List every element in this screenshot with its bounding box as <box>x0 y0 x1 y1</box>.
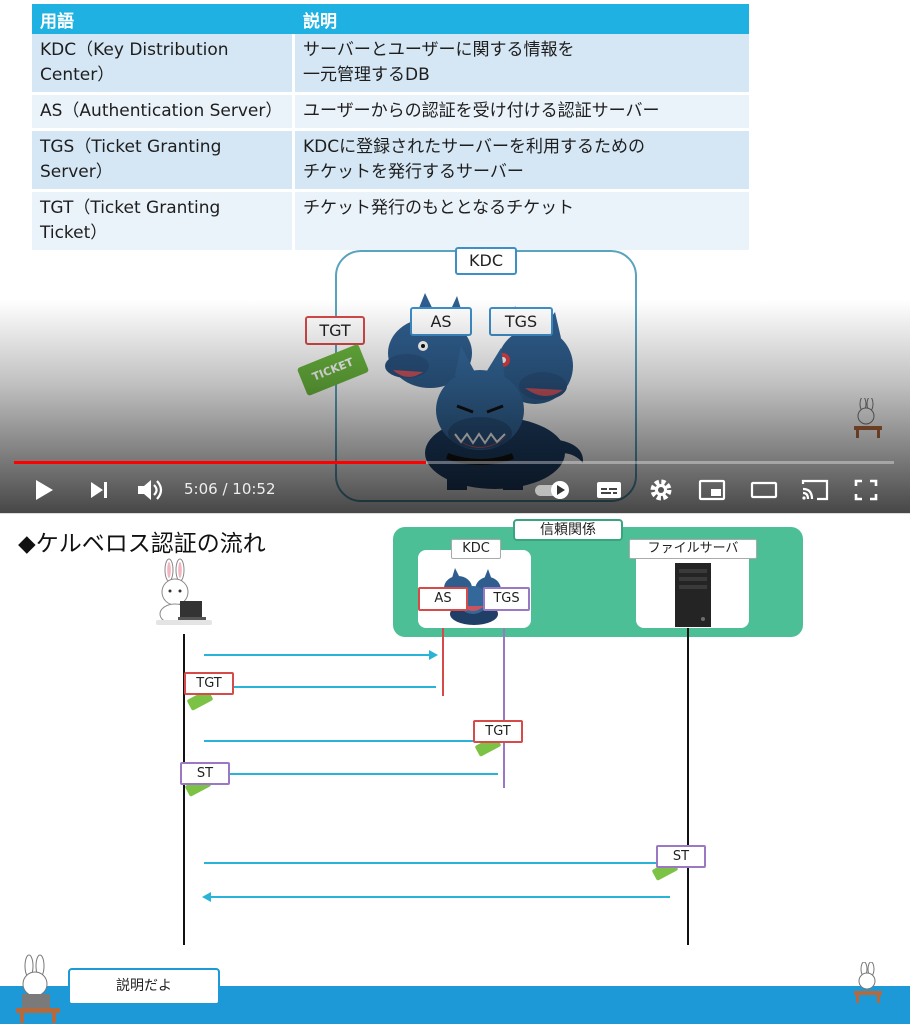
progress-played <box>14 461 426 464</box>
tgs-lifeline <box>503 628 505 788</box>
arrow-server-to-user <box>202 892 670 902</box>
tgt-tag: TGT <box>305 316 365 345</box>
description-cell: サーバーとユーザーに関する情報を 一元管理するDB <box>295 34 749 95</box>
server-icon <box>675 563 711 627</box>
st-label-2: ST <box>656 845 706 868</box>
flow-slide: ◆ケルベロス認証の流れ 信頼関係 KDC AS TGS ファイルサーバ <box>0 513 910 1024</box>
description-cell: チケット発行のもととなるチケット <box>295 192 749 253</box>
arrow-tgs-to-user <box>210 773 498 775</box>
term-cell: AS（Authentication Server） <box>32 95 295 131</box>
as-lifeline <box>442 628 444 696</box>
next-icon <box>91 482 107 498</box>
tgt-label-2: TGT <box>473 720 523 743</box>
kdc-label: KDC <box>451 539 501 559</box>
subtitles-button[interactable] <box>594 474 624 506</box>
play-button[interactable] <box>30 474 58 506</box>
header-term: 用語 <box>32 4 295 34</box>
speech-bubble: 説明だよ <box>68 968 220 1005</box>
as-tag: AS <box>410 307 472 336</box>
tgs-tag: TGS <box>489 307 553 336</box>
autoplay-toggle-icon <box>535 481 569 499</box>
video-player[interactable]: 用語 説明 KDC（Key Distribution Center） サーバーと… <box>0 0 910 513</box>
kdc-tag: KDC <box>455 247 517 275</box>
term-cell: TGS（Ticket Granting Server） <box>32 131 295 192</box>
miniplayer-button[interactable] <box>696 474 728 506</box>
table-row: TGT（Ticket Granting Ticket） チケット発行のもととなる… <box>32 192 749 253</box>
user-lifeline <box>183 634 185 945</box>
cast-button[interactable] <box>798 474 832 506</box>
settings-button[interactable] <box>646 474 676 506</box>
terms-table-header: 用語 説明 <box>32 4 749 34</box>
rabbit-mascot-icon <box>854 962 882 1003</box>
terms-table: 用語 説明 KDC（Key Distribution Center） サーバーと… <box>32 4 749 253</box>
subtitles-icon <box>597 482 621 498</box>
autoplay-toggle[interactable] <box>533 474 573 506</box>
cast-icon <box>801 479 829 501</box>
arrow-user-to-tgs <box>204 740 484 742</box>
player-controls: 5:06 / 10:52 <box>0 452 910 513</box>
fullscreen-button[interactable] <box>850 474 882 506</box>
as-label: AS <box>418 587 468 611</box>
tgt-label-1: TGT <box>184 672 234 695</box>
rabbit-mascot-icon <box>854 398 882 438</box>
next-button[interactable] <box>86 474 112 506</box>
slide-title: ◆ケルベロス認証の流れ <box>18 531 266 557</box>
file-server-label: ファイルサーバ <box>629 539 757 559</box>
theater-mode-icon <box>750 481 778 499</box>
table-row: KDC（Key Distribution Center） サーバーとユーザーに関… <box>32 34 749 95</box>
arrow-as-to-user <box>210 686 436 688</box>
progress-bar[interactable] <box>14 461 894 464</box>
time-display: 5:06 / 10:52 <box>184 480 276 498</box>
fullscreen-icon <box>854 479 878 501</box>
tgs-label: TGS <box>483 587 530 611</box>
description-cell: KDCに登録されたサーバーを利用するための チケットを発行するサーバー <box>295 131 749 192</box>
st-label-1: ST <box>180 762 230 785</box>
table-row: AS（Authentication Server） ユーザーからの認証を受け付け… <box>32 95 749 131</box>
narrator-rabbit-icon <box>16 954 60 1023</box>
term-cell: TGT（Ticket Granting Ticket） <box>32 192 295 253</box>
settings-gear-icon <box>650 479 672 501</box>
arrow-user-to-server <box>204 862 664 864</box>
user-rabbit-icon <box>156 558 212 625</box>
file-server-lifeline <box>687 628 689 945</box>
table-row: TGS（Ticket Granting Server） KDCに登録されたサーバ… <box>32 131 749 192</box>
theater-mode-button[interactable] <box>748 474 780 506</box>
miniplayer-icon <box>698 479 726 501</box>
arrow-user-to-as <box>204 650 438 660</box>
play-icon <box>36 480 53 500</box>
trust-label: 信頼関係 <box>513 519 623 541</box>
header-description: 説明 <box>295 4 749 34</box>
term-cell: KDC（Key Distribution Center） <box>32 34 295 95</box>
description-cell: ユーザーからの認証を受け付ける認証サーバー <box>295 95 749 131</box>
volume-button[interactable] <box>134 474 166 506</box>
volume-icon <box>138 480 163 500</box>
